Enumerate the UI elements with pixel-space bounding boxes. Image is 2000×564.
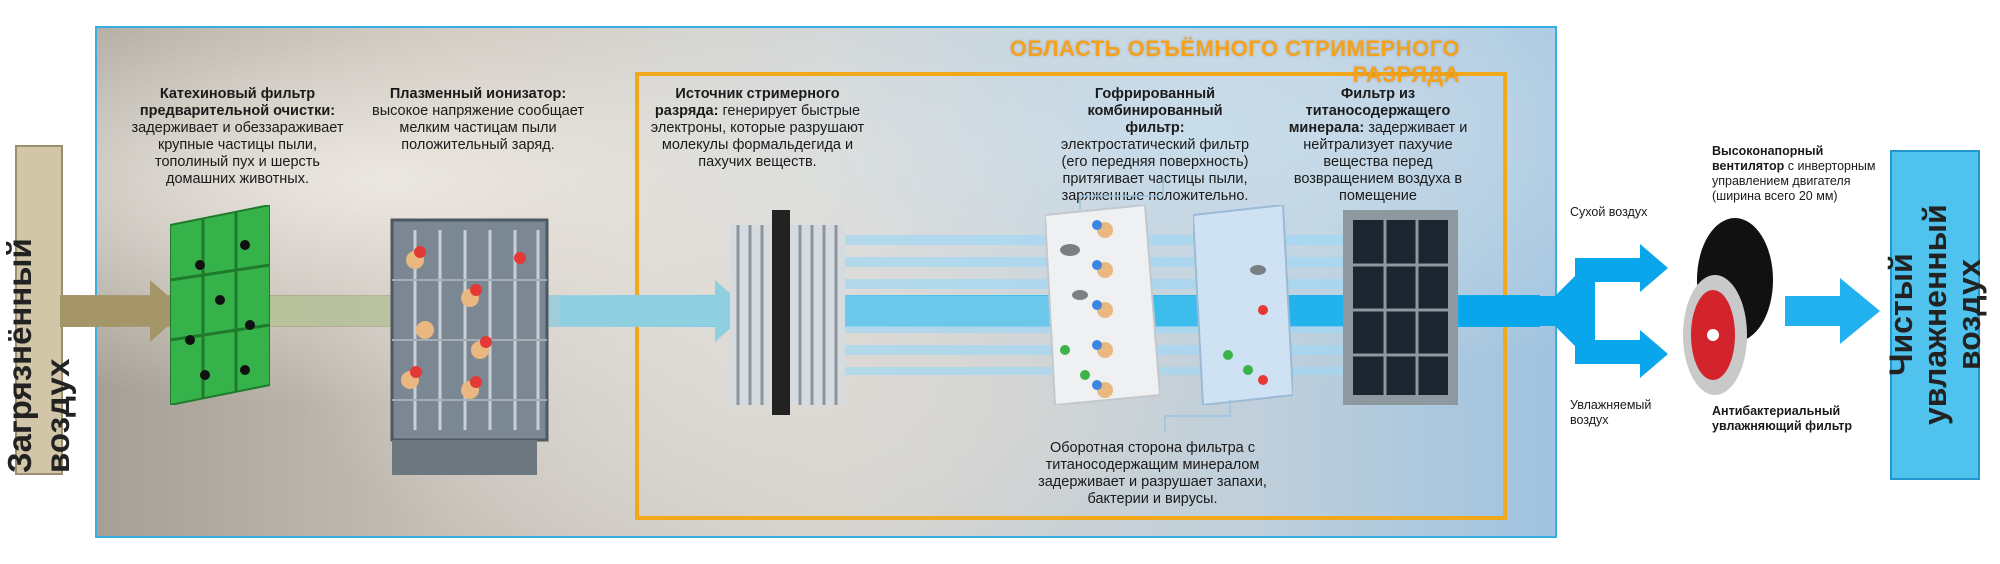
titanium-filter-back-icon (1191, 203, 1295, 407)
step-corrugated-text: электростатический фильтр (его передняя … (1060, 137, 1250, 204)
step-streamer-title: Источник стримерного разряда: (654, 86, 840, 119)
humid-air-label: Увлажняемый воздух (1570, 398, 1652, 427)
titanium-filter-back (1191, 203, 1295, 407)
arrow-dirty-1 (60, 280, 185, 342)
arrow-ion-out (560, 280, 750, 342)
step-titanium-title: Фильтр из титаносодержащего минерала: (1288, 86, 1451, 136)
step-titanium-text: задерживает и нейтрализует пахучие вещес… (1293, 120, 1468, 204)
step-catechin-text: задерживает и обеззараживает крупные час… (131, 120, 344, 187)
streamer-device-icon (730, 210, 845, 415)
leader-front (1079, 178, 1164, 210)
fan-description: Высоконапорный вентилятор с инверторным … (1712, 144, 1877, 204)
back-side-note: Оборотная сторона фильтра с титаносодерж… (1038, 440, 1267, 507)
fan-assembly (1655, 205, 1775, 405)
arrow-split (1460, 244, 1668, 378)
step-streamer: Источник стримерного разряда: генерирует… (650, 86, 865, 171)
step-titanium: Фильтр из титаносодержащего минерала: за… (1283, 86, 1473, 205)
step-ionizer-title: Плазменный ионизатор: (389, 86, 567, 102)
plasma-ionizer (390, 190, 555, 480)
fan-title: Высоконапорный вентилятор (1712, 144, 1824, 173)
dry-air-label: Сухой воздух (1570, 205, 1648, 219)
arrow-clean-out (1785, 278, 1880, 344)
step-ionizer-text: высокое напряжение сообщает мелким части… (372, 103, 584, 153)
step-corrugated-title: Гофрированный комбинированный фильтр: (1087, 86, 1223, 136)
arrow-streamer-out (840, 280, 1135, 342)
step-streamer-text: генерирует быстрые электроны, которые ра… (650, 103, 865, 170)
mineral-frame-icon (1343, 210, 1458, 405)
fan-icon (1683, 218, 1773, 395)
arrow-dirty-2 (260, 280, 435, 342)
green-filter-icon (169, 203, 271, 407)
step-ionizer: Плазменный ионизатор: высокое напряжение… (368, 86, 588, 154)
fan-text: с инверторным управлением двигателя (шир… (1712, 159, 1876, 203)
streamer-source (730, 210, 845, 415)
step-catechin-title: Катехиновый фильтр предварительной очист… (139, 86, 336, 119)
step-catechin: Катехиновый фильтр предварительной очист… (120, 86, 355, 188)
catechin-prefilter (169, 203, 271, 407)
ionizer-grid-icon (390, 218, 549, 475)
step-corrugated: Гофрированный комбинированный фильтр: эл… (1060, 86, 1250, 205)
leader-back (1164, 400, 1231, 432)
humidifying-filter-label: Антибактериальный увлажняющий фильтр (1712, 404, 1853, 433)
zone-title: ОБЛАСТЬ ОБЪЁМНОГО СТРИМЕРНОГО РАЗРЯДА (1009, 36, 1460, 87)
titanium-mineral-filter (1343, 210, 1458, 405)
positive-particles (401, 246, 526, 399)
